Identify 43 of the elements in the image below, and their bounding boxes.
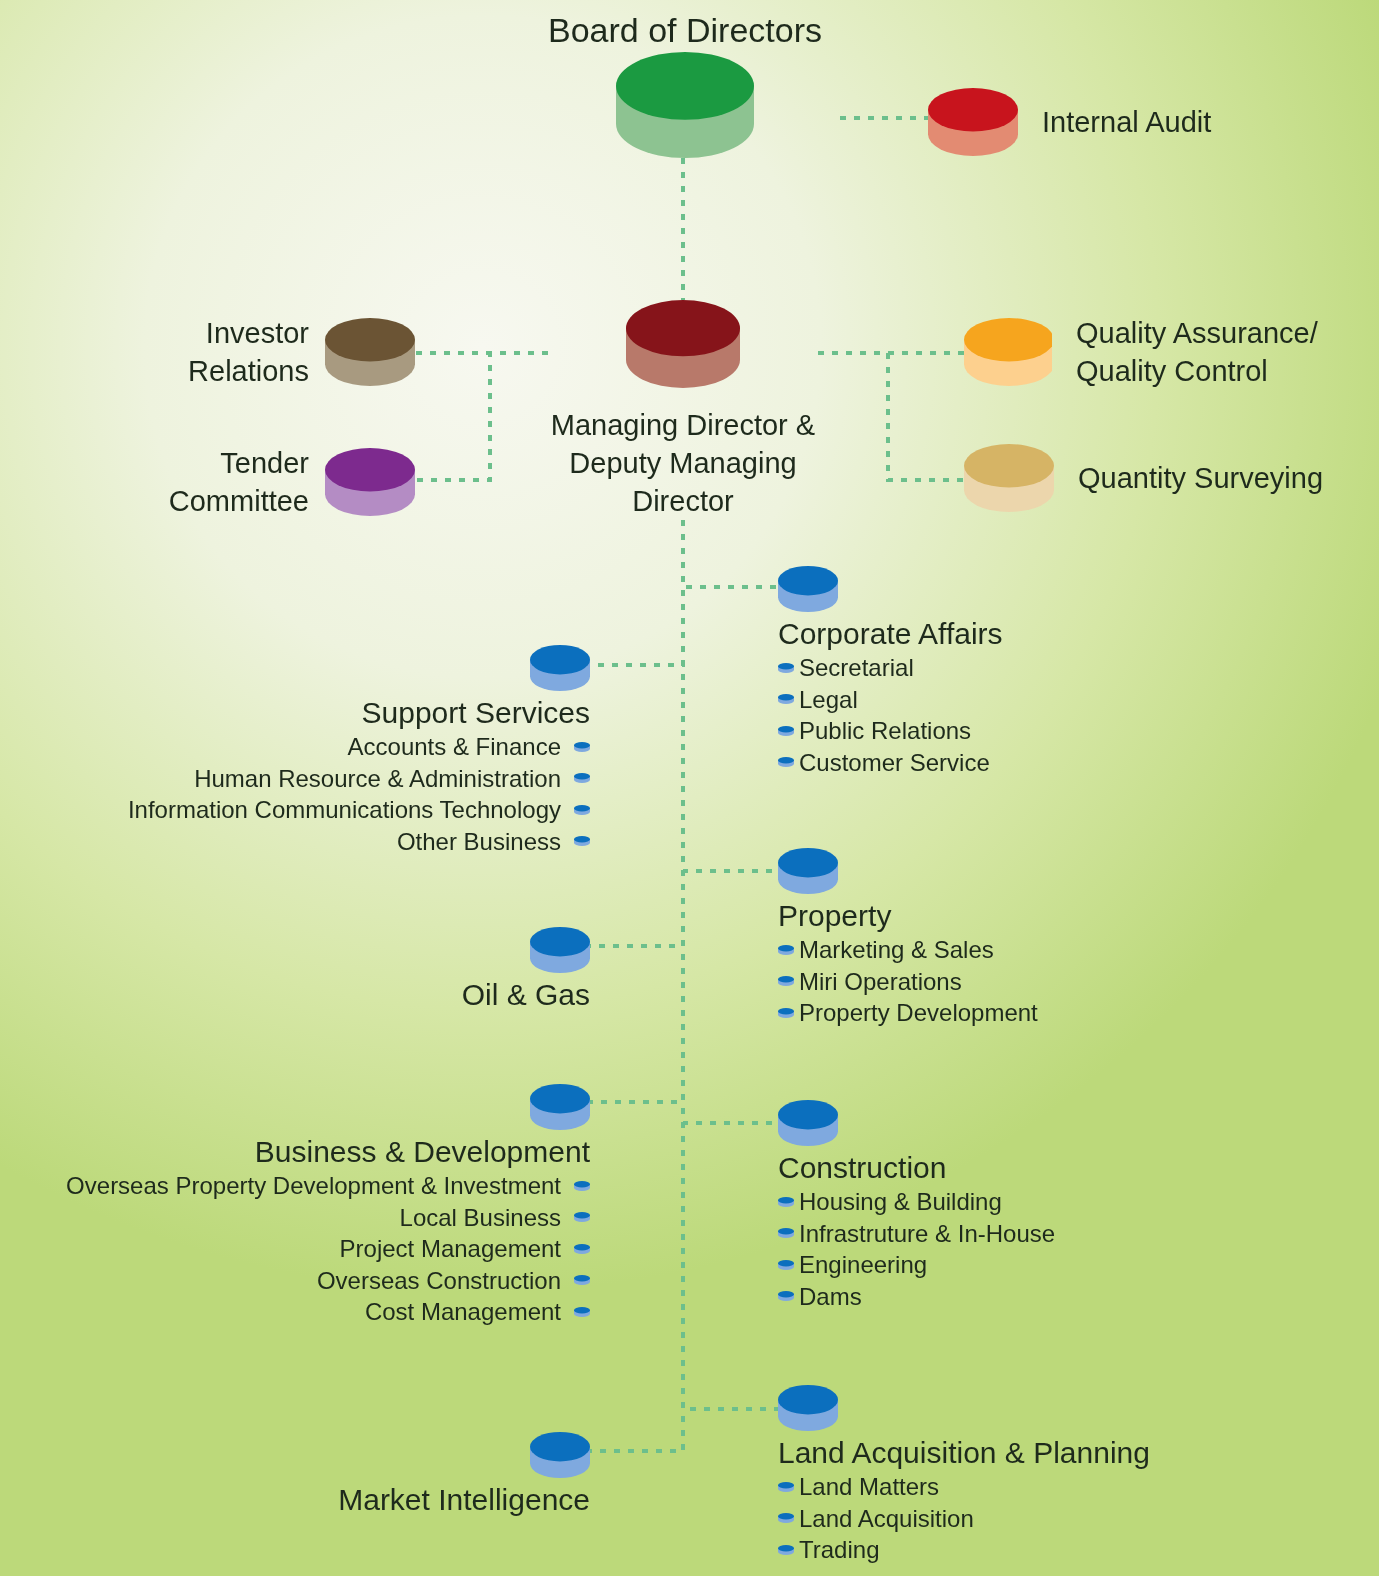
connector-line bbox=[415, 351, 548, 482]
sub-unit-label: Property Development bbox=[799, 998, 1038, 1028]
node-label: Tender Committee bbox=[167, 446, 309, 519]
sub-unit-label: Overseas Property Development & Investment bbox=[66, 1171, 561, 1201]
department-heading: Property bbox=[778, 898, 893, 934]
node-label: Board of Directors bbox=[548, 10, 822, 51]
sub-unit-label: Cost Management bbox=[364, 1297, 561, 1327]
sub-unit-label: Marketing & Sales bbox=[799, 935, 994, 965]
sub-unit-label: Other Business bbox=[396, 826, 561, 857]
node-label: Internal Audit bbox=[1042, 105, 1212, 140]
sub-unit-label: Project Management bbox=[339, 1234, 561, 1264]
department-heading: Oil & Gas bbox=[460, 977, 590, 1013]
node-label: Managing Director & Deputy Managing Director bbox=[549, 408, 817, 519]
sub-unit-label: Public Relations bbox=[799, 716, 972, 746]
sub-unit-label: Engineering bbox=[799, 1250, 928, 1280]
department-heading: Business & Development bbox=[253, 1134, 590, 1170]
department-heading: Construction bbox=[778, 1150, 948, 1186]
node-label: Investor Relations bbox=[187, 316, 309, 389]
sub-unit-label: Miri Operations bbox=[799, 966, 962, 997]
sub-unit-label: Trading bbox=[799, 1535, 880, 1565]
sub-unit-label: Overseas Construction bbox=[316, 1265, 561, 1296]
sub-unit-label: Legal bbox=[799, 684, 858, 715]
sub-unit-label: Infrastruture & In-House bbox=[799, 1218, 1056, 1249]
connector-line bbox=[681, 520, 778, 1411]
department-heading: Corporate Affairs bbox=[778, 616, 1004, 652]
sub-unit-label: Human Resource & Administration bbox=[194, 763, 561, 794]
sub-unit-label: Local Business bbox=[399, 1202, 561, 1233]
sub-unit-label: Dams bbox=[799, 1281, 862, 1312]
node-label: Quantity Surveying bbox=[1078, 461, 1323, 496]
sub-unit-label: Information Communications Technology bbox=[127, 795, 561, 825]
department-heading: Market Intelligence bbox=[337, 1482, 590, 1518]
node-label: Quality Assurance/ Quality Control bbox=[1076, 316, 1319, 389]
connector-line bbox=[840, 116, 928, 120]
connector-line bbox=[681, 158, 685, 300]
sub-unit-label: Accounts & Finance bbox=[347, 732, 561, 762]
sub-unit-label: Land Acquisition bbox=[799, 1503, 974, 1534]
sub-unit-label: Secretarial bbox=[799, 653, 914, 683]
department-heading: Support Services bbox=[360, 695, 590, 731]
sub-unit-label: Land Matters bbox=[799, 1472, 940, 1502]
sub-unit-label: Customer Service bbox=[799, 747, 990, 778]
sub-unit-label: Housing & Building bbox=[799, 1187, 1002, 1217]
connector-line bbox=[818, 351, 964, 482]
department-heading: Land Acquisition & Planning bbox=[778, 1435, 1151, 1471]
